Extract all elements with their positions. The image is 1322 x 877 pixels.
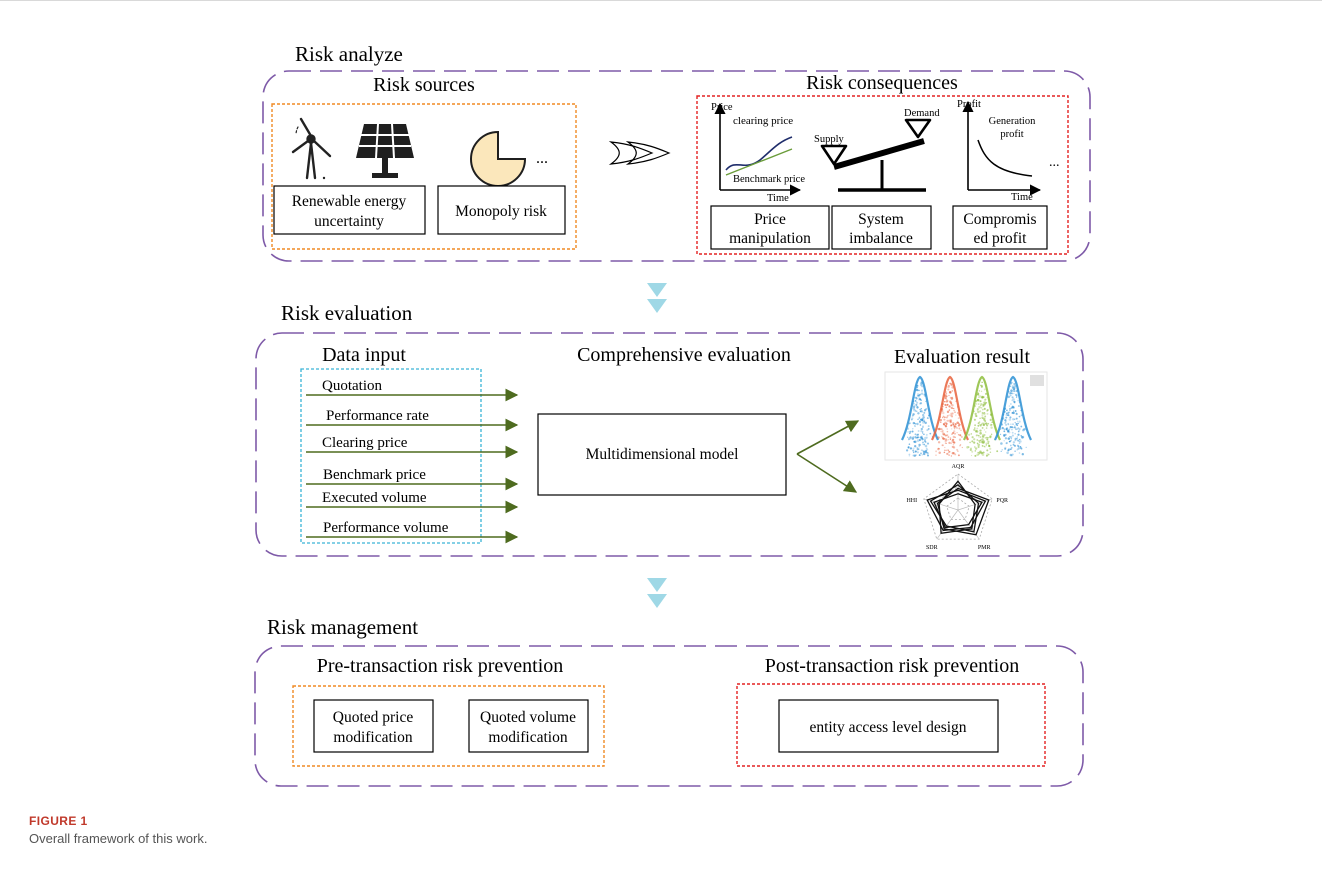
- clearing-price-curve: [725, 136, 793, 171]
- time-axis-label: Time: [767, 193, 789, 204]
- monopoly-risk-box: [437, 185, 566, 235]
- quoted-price-box: [313, 699, 434, 753]
- seesaw-icon: [820, 118, 932, 192]
- renewable-line2: uncertainty: [314, 213, 384, 230]
- input-label-0: Quotation: [322, 378, 382, 394]
- compromised-profit-line1: Compromis: [963, 211, 1036, 228]
- entity-access-label: entity access level design: [809, 719, 966, 736]
- down-arrow-1: [647, 283, 667, 313]
- system-imbalance-line2: imbalance: [849, 230, 913, 247]
- price-manipulation-line2: manipulation: [729, 230, 811, 247]
- risk-management-title: Risk management: [267, 615, 418, 639]
- distribution-result-plot: [884, 371, 1048, 461]
- post-transaction-title: Post-transaction risk prevention: [765, 655, 1019, 677]
- risk-evaluation-frame: [255, 332, 1084, 557]
- compromised-profit-line2: ed profit: [974, 230, 1028, 247]
- pre-transaction-frame: [292, 685, 605, 767]
- demand-label: Demand: [904, 108, 940, 119]
- risk-consequences-frame: [696, 95, 1069, 255]
- renewable-uncertainty-box: [273, 185, 426, 235]
- input-label-5: Performance volume: [323, 520, 449, 536]
- solar-panel-icon: [356, 123, 414, 178]
- benchmark-price-line: [725, 148, 793, 176]
- profit-axis-label: Profit: [957, 99, 981, 110]
- quoted-volume-line2: modification: [488, 729, 567, 746]
- renewable-line1: Renewable energy: [292, 193, 407, 210]
- quoted-price-line1: Quoted price: [333, 709, 414, 726]
- multidimensional-model-label: Multidimensional model: [586, 446, 739, 463]
- figure-caption: Overall framework of this work.: [29, 831, 208, 846]
- risk-analyze-title: Risk analyze: [295, 42, 403, 66]
- input-label-2: Clearing price: [322, 435, 408, 451]
- profit-time-axis-label: Time: [1011, 192, 1033, 203]
- risk-analyze-frame: [262, 70, 1091, 262]
- price-manipulation-line1: Price: [754, 211, 786, 228]
- generation-profit-line1: Generation: [989, 116, 1036, 127]
- quoted-volume-box: [468, 699, 589, 753]
- generation-profit-curve: [977, 139, 1033, 177]
- radar-result-chart: AQR PQR PMR SDR HHI: [906, 464, 1008, 551]
- data-input-frame: [300, 368, 482, 544]
- system-imbalance-box: [831, 205, 932, 250]
- compromised-profit-box: [952, 205, 1048, 250]
- double-chevron-arrow: [608, 141, 671, 165]
- radar-axis-label-2: PMR: [978, 545, 991, 551]
- distribution-peak-1: [931, 375, 969, 457]
- multidimensional-model-box: [537, 413, 787, 496]
- quoted-price-line2: modification: [333, 729, 412, 746]
- clearing-price-label: clearing price: [733, 115, 793, 127]
- sources-ellipsis: ...: [536, 150, 548, 167]
- evaluation-result-title: Evaluation result: [894, 346, 1031, 368]
- generation-profit-line2: profit: [1000, 129, 1023, 140]
- figure-label: FIGURE 1: [29, 814, 88, 828]
- model-to-distribution-arrow: [796, 420, 860, 455]
- risk-sources-frame: [271, 103, 577, 250]
- supply-label: Supply: [814, 134, 845, 145]
- radar-series-0: [926, 489, 987, 532]
- benchmark-price-label: Benchmark price: [733, 174, 805, 185]
- radar-axis-label-4: HHI: [906, 498, 917, 504]
- distribution-peak-2: [963, 375, 1001, 457]
- radar-axis-label-0: AQR: [952, 464, 965, 470]
- input-label-4: Executed volume: [322, 490, 427, 506]
- pre-transaction-title: Pre-transaction risk prevention: [317, 655, 564, 677]
- entity-access-box: [778, 699, 999, 753]
- distribution-peak-0: [901, 375, 939, 457]
- radar-series-4: [938, 480, 976, 535]
- radar-series-2: [933, 493, 983, 529]
- distribution-peak-3: [994, 375, 1032, 457]
- risk-consequences-title: Risk consequences: [806, 72, 958, 94]
- wind-turbine-icon: [291, 117, 332, 180]
- radar-axis-label-1: PQR: [996, 498, 1008, 504]
- input-label-3: Benchmark price: [323, 467, 426, 483]
- consequences-ellipsis: ...: [1049, 155, 1060, 170]
- model-to-radar-arrow: [796, 453, 858, 493]
- comprehensive-evaluation-title: Comprehensive evaluation: [577, 344, 791, 366]
- system-imbalance-line1: System: [858, 211, 904, 228]
- risk-management-frame: [254, 645, 1084, 787]
- quoted-volume-line1: Quoted volume: [480, 709, 576, 726]
- monopoly-label: Monopoly risk: [455, 203, 547, 220]
- price-axis-label: Price: [711, 102, 733, 113]
- input-label-1: Performance rate: [326, 408, 429, 424]
- price-chart: Price Time clearing price Benchmark pric…: [711, 102, 805, 204]
- profit-chart: Profit Time Generation profit: [957, 99, 1042, 203]
- radar-axis-label-3: SDR: [926, 545, 938, 551]
- risk-sources-title: Risk sources: [373, 74, 475, 96]
- pie-chart-icon: [470, 130, 527, 187]
- risk-evaluation-title: Risk evaluation: [281, 301, 413, 325]
- price-manipulation-box: [710, 205, 830, 250]
- framework-diagram: Risk analyze Risk sources ... Renewable …: [254, 42, 1091, 787]
- top-rule: [0, 0, 1322, 1]
- data-input-title: Data input: [322, 344, 406, 366]
- down-arrow-2: [647, 578, 667, 608]
